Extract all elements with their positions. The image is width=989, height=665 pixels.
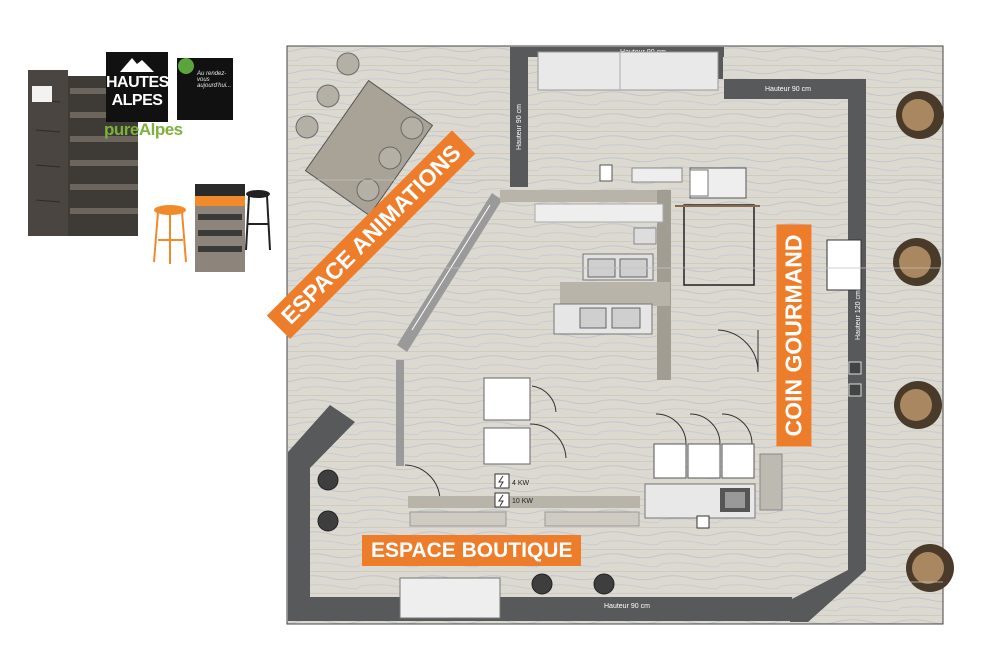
brand-name: pureAlpes xyxy=(104,120,183,139)
display-unit-2 xyxy=(483,427,531,465)
inner-vertical-wall xyxy=(510,47,528,187)
info-panel xyxy=(826,239,862,291)
display-unit xyxy=(483,377,531,421)
hautes-alpes-logo: HAUTES ALPES xyxy=(106,52,169,122)
shelf-unit xyxy=(534,203,664,223)
bottom-wall xyxy=(310,597,792,621)
card-text: Au rendez-vous aujourd'hui... xyxy=(197,71,232,89)
zone-label-gourmand: COIN GOURMAND xyxy=(776,224,812,447)
dim-right-wall: Hauteur 120 cm xyxy=(855,290,862,340)
bottom-right-angle-wall xyxy=(790,549,866,622)
dim-left-vertical: Hauteur 90 cm xyxy=(516,104,523,150)
upper-partition xyxy=(500,190,670,202)
power-label-a: 4 KW xyxy=(512,480,530,487)
fridge-3 xyxy=(721,443,755,479)
dim-top-right-wall: Hauteur 90 cm xyxy=(765,86,811,93)
left-angle-wall xyxy=(288,405,355,621)
top-counter xyxy=(537,51,719,91)
power-outlet-b-icon xyxy=(494,492,510,508)
dim-bottom-wall: Hauteur 90 cm xyxy=(604,603,650,610)
right-wall xyxy=(848,79,866,549)
green-badge-icon xyxy=(178,58,194,74)
barrels xyxy=(893,91,954,592)
logo-line2: ALPES xyxy=(111,92,163,109)
power-outlet-a-icon xyxy=(494,473,510,489)
top-right-wall xyxy=(724,79,864,99)
animation-table xyxy=(304,79,434,217)
middle-partition xyxy=(560,282,670,306)
front-display xyxy=(399,577,501,619)
logo-line1: HAUTES xyxy=(106,74,169,91)
power-label-b: 10 KW xyxy=(512,498,533,505)
boutique-counter xyxy=(408,496,640,508)
zone-label-boutique: ESPACE BOUTIQUE xyxy=(362,535,582,566)
fridge-2 xyxy=(687,443,721,479)
fridge-1 xyxy=(653,443,687,479)
furniture-image xyxy=(150,180,275,280)
